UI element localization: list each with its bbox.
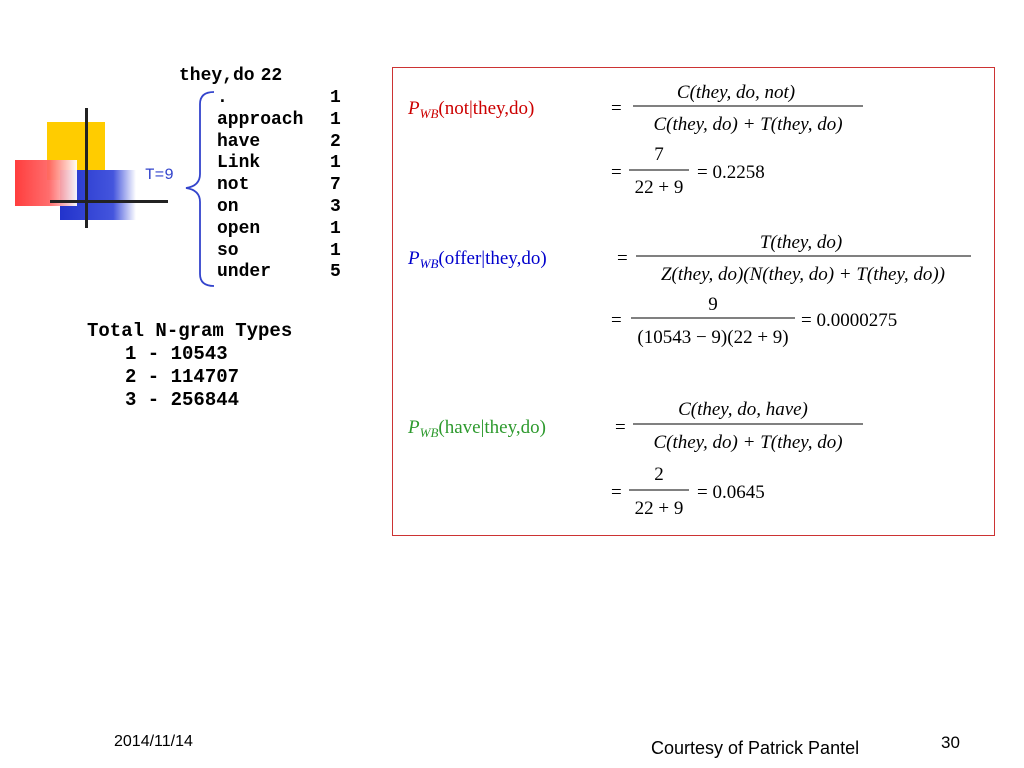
- equals-sign: =: [611, 98, 622, 119]
- result: = 0.0000275: [801, 310, 897, 331]
- footer-date: 2014/11/14: [114, 733, 193, 750]
- equals-sign: =: [611, 162, 622, 183]
- result: = 0.2258: [697, 162, 765, 183]
- equals-sign: =: [611, 310, 622, 331]
- equals-sign: =: [617, 248, 628, 269]
- decorative-logo: [10, 108, 180, 233]
- condition-label: (not|they,do): [438, 98, 534, 119]
- denominator: C(they, do) + T(they, do): [653, 114, 842, 135]
- numerator-value: 2: [654, 464, 664, 485]
- formula-not: PWB(not|they,do) = C(they, do, not) C(th…: [407, 82, 863, 198]
- totals-item: 1 - 10543: [125, 343, 228, 365]
- totals-item: 2 - 114707: [125, 366, 240, 388]
- logo-vertical-line: [85, 108, 88, 228]
- word: open: [217, 218, 261, 239]
- t-label: T=9: [145, 166, 174, 184]
- formula-offer-label: PWB(offer|they,do): [407, 248, 547, 271]
- condition-label: (have|they,do): [438, 417, 546, 438]
- word: not: [217, 175, 250, 196]
- formula-have: PWB(have|they,do) = C(they, do, have) C(…: [407, 399, 863, 519]
- word: have: [217, 131, 261, 152]
- formula-offer: PWB(offer|they,do) = T(they, do) Z(they,…: [407, 232, 971, 348]
- count: 1: [330, 88, 341, 108]
- formula-not-label: PWB(not|they,do): [407, 98, 534, 121]
- result: = 0.0645: [697, 482, 765, 503]
- list-item: so 1: [217, 241, 350, 263]
- numerator-value: 9: [708, 294, 718, 315]
- word: under: [217, 262, 272, 283]
- count: 5: [330, 262, 341, 283]
- numerator: T(they, do): [760, 232, 842, 253]
- word: Link: [217, 153, 261, 174]
- totals-item: 3 - 256844: [125, 389, 240, 411]
- p-symbol: P: [407, 98, 420, 119]
- denominator-value: 22 + 9: [635, 177, 684, 198]
- numerator-value: 7: [654, 144, 664, 165]
- denominator-value: (10543 − 9)(22 + 9): [637, 327, 788, 348]
- list-item: under 5: [217, 262, 350, 284]
- p-subscript: WB: [420, 425, 439, 440]
- word: so: [217, 240, 239, 261]
- list-item: not 7: [217, 175, 350, 197]
- p-symbol: P: [407, 248, 420, 269]
- word: on: [217, 196, 239, 217]
- list-item: on 3: [217, 197, 350, 219]
- formula-have-label: PWB(have|they,do): [407, 417, 546, 440]
- list-item: approach 1: [217, 110, 350, 132]
- count: 1: [330, 240, 341, 261]
- count: 1: [330, 109, 341, 130]
- context-word: they,do: [179, 66, 255, 86]
- equals-sign: =: [615, 417, 626, 438]
- p-subscript: WB: [420, 106, 439, 121]
- totals-title: Total N-gram Types: [87, 320, 293, 342]
- page-number: 30: [941, 733, 960, 752]
- numerator: C(they, do, have): [678, 399, 808, 420]
- logo-horizontal-line: [50, 200, 168, 203]
- p-subscript: WB: [420, 256, 439, 271]
- count: 1: [330, 218, 341, 239]
- list-item: have 2: [217, 132, 350, 154]
- list-item: Link 1: [217, 153, 350, 175]
- denominator: C(they, do) + T(they, do): [653, 432, 842, 453]
- numerator: C(they, do, not): [677, 82, 795, 103]
- logo-red-square: [15, 160, 77, 206]
- count: 1: [330, 153, 341, 174]
- word: approach: [217, 109, 304, 130]
- ngram-totals: Total N-gram Types 1 - 10543 2 - 114707 …: [87, 320, 292, 412]
- count: 3: [330, 196, 341, 217]
- equals-sign: =: [611, 482, 622, 503]
- count: 2: [330, 131, 341, 152]
- formula-canvas: PWB(not|they,do) = C(they, do, not) C(th…: [407, 82, 971, 519]
- denominator: Z(they, do)(N(they, do) + T(they, do)): [661, 264, 945, 285]
- context-count: 22: [260, 66, 283, 86]
- footer-credit: Courtesy of Patrick Pantel: [651, 738, 860, 758]
- p-symbol: P: [407, 417, 420, 438]
- list-item: open 1: [217, 219, 350, 241]
- curly-brace: [185, 91, 215, 287]
- condition-label: (offer|they,do): [438, 248, 546, 269]
- denominator-value: 22 + 9: [635, 498, 684, 519]
- list-item: .1: [217, 88, 350, 110]
- formula-box: PWB(not|they,do) = C(they, do, not) C(th…: [392, 67, 995, 536]
- count: 7: [330, 175, 341, 196]
- word: .: [217, 88, 228, 108]
